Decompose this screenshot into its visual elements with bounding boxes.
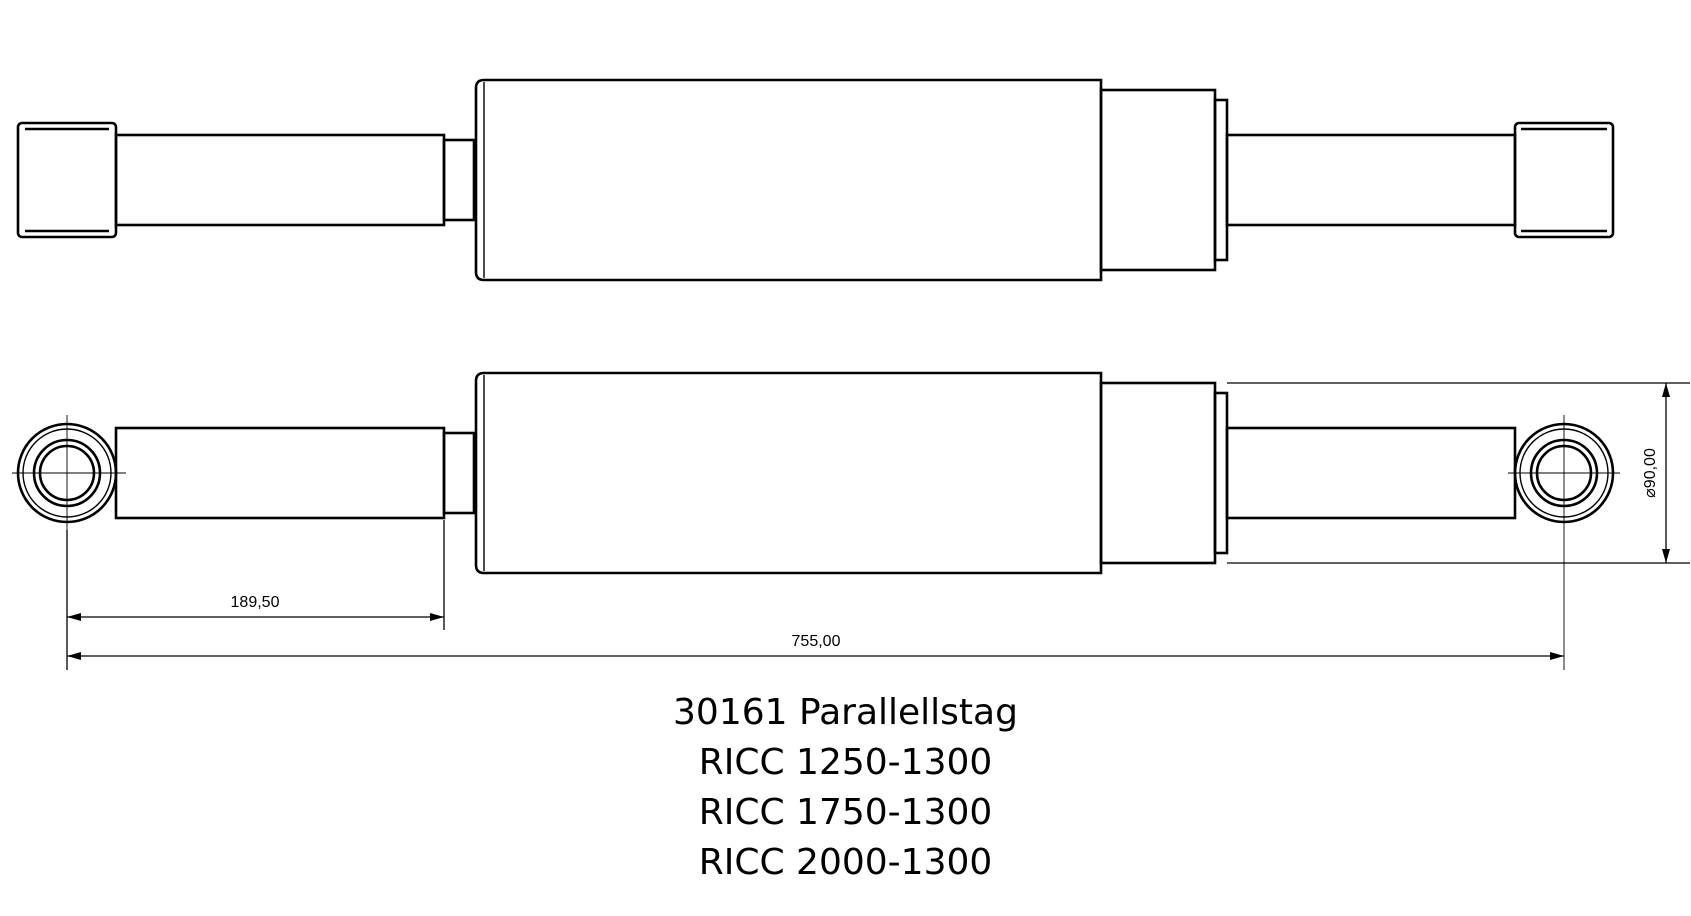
left-rod-bottom	[114, 426, 446, 520]
dimension-overall-length: 755,00	[67, 633, 1564, 660]
top-view	[16, 78, 1615, 282]
main-body-top	[474, 78, 1103, 282]
right-rod-bottom	[1225, 426, 1517, 520]
left-end-bushing-top	[16, 121, 118, 239]
left-rod-top	[114, 133, 446, 227]
right-end-bushing-top	[1513, 121, 1615, 239]
dimension-rod-length: 189,50	[66, 520, 445, 670]
overall-length-label: 755,00	[792, 633, 841, 650]
right-rod-top	[1225, 133, 1517, 227]
model-line-1: RICC 1250-1300	[698, 742, 993, 783]
left-neck-bottom	[442, 431, 476, 515]
rod-length-label: 189,50	[231, 594, 280, 611]
diameter-label: ⌀90,00	[1642, 448, 1659, 498]
left-eye	[12, 415, 126, 530]
collar-ring-bottom	[1213, 391, 1229, 555]
part-title: 30161 Parallellstag	[673, 692, 1018, 733]
left-neck-top	[442, 138, 476, 222]
main-body-bottom	[474, 371, 1103, 575]
dimension-diameter: ⌀90,00	[1227, 382, 1690, 564]
bottom-view	[12, 371, 1620, 670]
part-caption: 30161 Parallellstag RICC 1250-1300 RICC …	[0, 688, 1691, 888]
model-line-2: RICC 1750-1300	[698, 792, 993, 833]
collar-ring-top	[1213, 98, 1229, 262]
collar-top	[1099, 88, 1217, 272]
right-eye	[1508, 415, 1620, 670]
model-line-3: RICC 2000-1300	[698, 842, 993, 883]
collar-bottom	[1099, 381, 1217, 565]
